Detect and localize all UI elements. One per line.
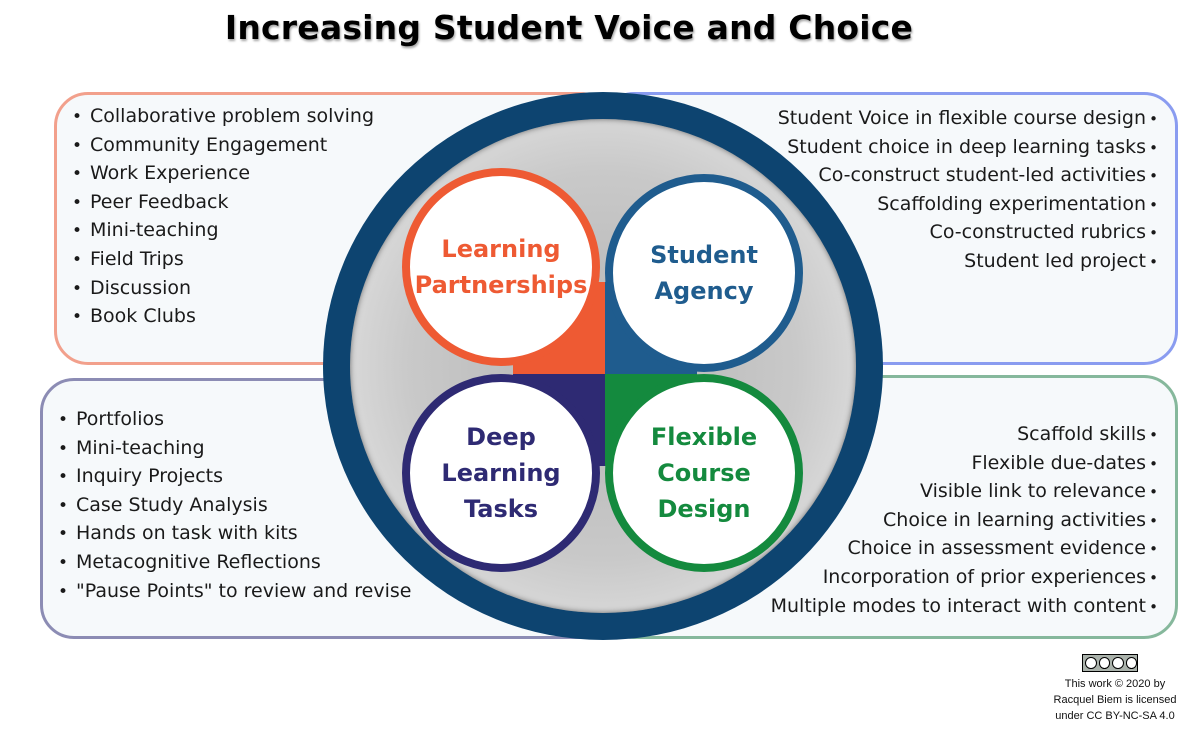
list-item: Hands on task with kits	[58, 519, 411, 548]
sa-icon	[1125, 657, 1137, 669]
list-item: Field Trips	[72, 245, 374, 274]
list-item: Co-construct student-led activities	[778, 161, 1158, 190]
by-icon	[1098, 657, 1110, 669]
cc-license-icon	[1082, 654, 1138, 672]
list-item: Visible link to relevance	[771, 477, 1158, 506]
circle-label: Learning	[441, 235, 561, 263]
circle-label: Student	[650, 241, 758, 269]
student-agency-circle: Student Agency	[605, 174, 803, 372]
license-line: This work © 2020 by	[1064, 678, 1166, 690]
license-credit: This work © 2020 by Racquel Biem is lice…	[1040, 676, 1190, 724]
circle-label: Agency	[654, 277, 754, 305]
student-agency-list: Student Voice in flexible course design …	[778, 104, 1158, 276]
list-item: Mini-teaching	[58, 434, 411, 463]
nc-icon	[1112, 657, 1124, 669]
deep-learning-tasks-circle: Deep Learning Tasks	[402, 374, 600, 572]
flexible-design-list: Scaffold skills Flexible due-dates Visib…	[771, 420, 1158, 620]
list-item: Inquiry Projects	[58, 462, 411, 491]
license-line: under CC BY-NC-SA 4.0	[1055, 710, 1175, 722]
list-item: Multiple modes to interact with content	[771, 592, 1158, 621]
list-item: Peer Feedback	[72, 188, 374, 217]
learning-partnerships-list: Collaborative problem solving Community …	[72, 102, 374, 331]
list-item: Metacognitive Reflections	[58, 548, 411, 577]
list-item: Portfolios	[58, 405, 411, 434]
license-line: Racquel Biem is licensed	[1053, 694, 1177, 706]
list-item: Collaborative problem solving	[72, 102, 374, 131]
list-item: Mini-teaching	[72, 216, 374, 245]
list-item: Book Clubs	[72, 302, 374, 331]
page-title: Increasing Student Voice and Choice	[224, 8, 914, 47]
list-item: Case Study Analysis	[58, 491, 411, 520]
list-item: Community Engagement	[72, 131, 374, 160]
list-item: Discussion	[72, 274, 374, 303]
circle-label: Learning	[441, 459, 561, 487]
list-item: Co-constructed rubrics	[778, 218, 1158, 247]
circle-label: Course	[657, 459, 751, 487]
list-item: Choice in learning activities	[771, 506, 1158, 535]
list-item: Student Voice in flexible course design	[778, 104, 1158, 133]
list-item: Work Experience	[72, 159, 374, 188]
learning-partnerships-circle: Learning Partnerships	[402, 168, 600, 366]
circle-label: Flexible	[650, 423, 758, 451]
circle-label: Partnerships	[414, 271, 588, 299]
list-item: Scaffold skills	[771, 420, 1158, 449]
list-item: Flexible due-dates	[771, 449, 1158, 478]
flexible-course-design-circle: Flexible Course Design	[605, 374, 803, 572]
deep-learning-list: Portfolios Mini-teaching Inquiry Project…	[58, 405, 411, 605]
circle-label: Design	[657, 495, 751, 523]
circle-label: Tasks	[463, 495, 538, 523]
list-item: Incorporation of prior experiences	[771, 563, 1158, 592]
list-item: Scaffolding experimentation	[778, 190, 1158, 219]
circle-label: Deep	[466, 423, 536, 451]
list-item: Student choice in deep learning tasks	[778, 133, 1158, 162]
list-item: "Pause Points" to review and revise	[58, 577, 411, 606]
list-item: Student led project	[778, 247, 1158, 276]
list-item: Choice in assessment evidence	[771, 534, 1158, 563]
cc-icon	[1085, 657, 1097, 669]
